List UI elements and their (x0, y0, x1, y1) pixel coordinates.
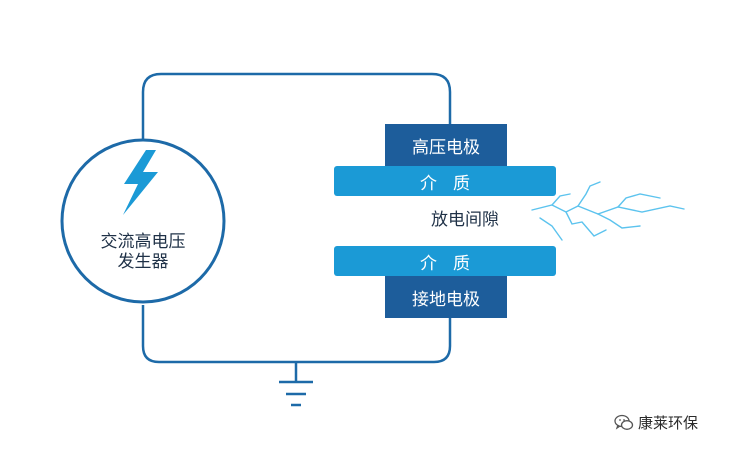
generator-circle (60, 138, 226, 304)
generator-label-line2: 发生器 (117, 252, 169, 273)
lightning-bolt-icon (123, 150, 158, 215)
top-dielectric-label: 介质 (420, 173, 486, 194)
ground-symbol-icon (279, 362, 313, 407)
gap-label: 放电间隙 (415, 210, 515, 230)
bottom-dielectric: 介质 (334, 246, 556, 276)
bottom-electrode-label: 接地电极 (412, 289, 480, 310)
top-electrode: 高压电极 (385, 124, 507, 166)
watermark-text: 康莱环保 (638, 414, 699, 432)
bottom-dielectric-label: 介质 (420, 253, 486, 274)
bottom-electrode: 接地电极 (385, 276, 507, 318)
generator-label-line1: 交流高电压 (100, 232, 186, 252)
generator-label: 交流高电压 发生器 (88, 232, 198, 273)
discharge-spark (531, 181, 685, 241)
top-wire (141, 72, 452, 140)
top-electrode-label: 高压电极 (412, 137, 480, 158)
top-dielectric: 介质 (334, 166, 556, 196)
wechat-icon (614, 414, 634, 430)
watermark: 康莱环保 (614, 412, 698, 433)
gap-label-text: 放电间隙 (431, 210, 499, 230)
